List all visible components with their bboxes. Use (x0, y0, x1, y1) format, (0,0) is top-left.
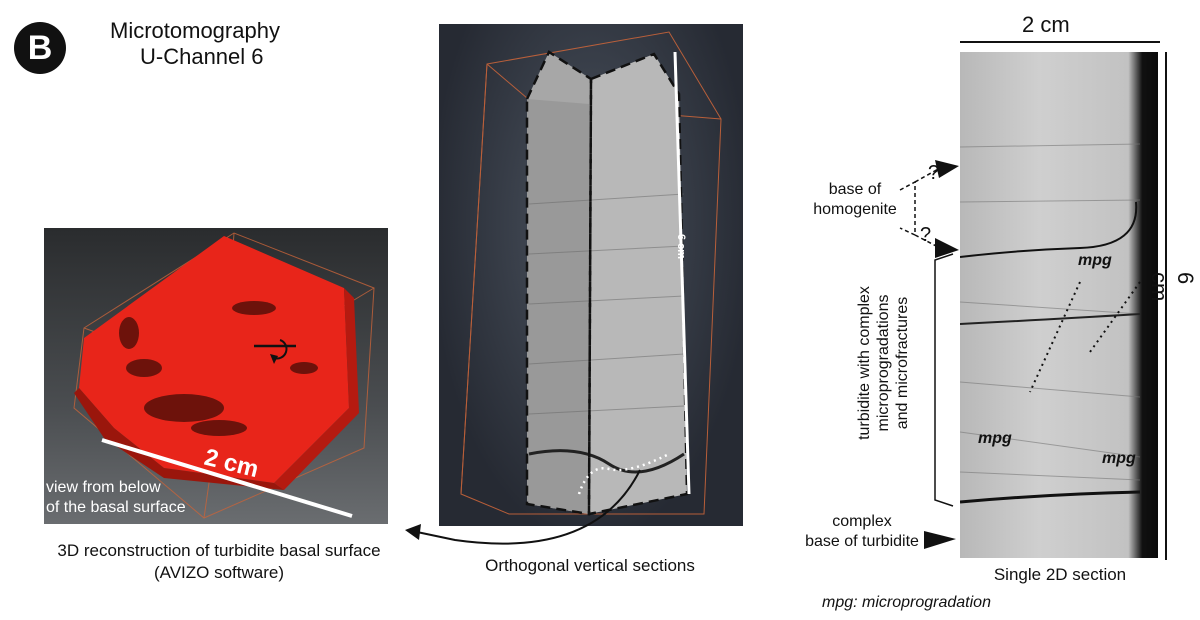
side-scale-label: 6 cm (1147, 272, 1198, 302)
figure-title: Microtomography (110, 18, 280, 43)
single-section-svg (960, 143, 1141, 504)
caption-line1: 3D reconstruction of turbidite basal sur… (57, 541, 381, 560)
figure-subtitle: U-Channel 6 (140, 44, 264, 69)
complex-line2: base of turbidite (805, 533, 919, 550)
sections-scale-label: 6 cm (675, 234, 687, 260)
side-scale-bar (1165, 52, 1167, 560)
question-mark-2: ? (920, 224, 932, 246)
orthogonal-sections-image: 6 cm (439, 24, 743, 526)
single-section-caption: Single 2D section (993, 565, 1127, 584)
mpg-label-3: mpg (1102, 450, 1136, 467)
mpg-legend: mpg: microprogradation (822, 594, 991, 611)
top-scale-bar (960, 41, 1160, 43)
turbidite-description-label: turbidite with complex microprogradation… (855, 240, 912, 486)
view-from-below-label: view from below of the basal surface (46, 478, 186, 518)
reconstruction-caption: 3D reconstruction of turbidite basal sur… (14, 540, 424, 584)
complex-base-arrow (924, 531, 956, 549)
turbidite-line3: and microfractures (894, 296, 911, 430)
question-mark-1: ? (928, 162, 940, 184)
turbidite-bracket (934, 253, 954, 507)
turbidite-line2: microprogradations (875, 294, 892, 432)
mpg-label-2: mpg (978, 430, 1012, 447)
connector-arrow (405, 469, 641, 545)
turbidite-line1: turbidite with complex (856, 286, 873, 440)
complex-base-label: complex base of turbidite (792, 512, 932, 552)
homogenite-arrows (899, 160, 959, 258)
caption-line2: (AVIZO software) (153, 563, 285, 582)
single-section-image: mpg mpg mpg (960, 52, 1158, 558)
mpg-label-1: mpg (1078, 252, 1112, 269)
reconstruction-svg (73, 232, 375, 519)
complex-line1: complex (832, 513, 892, 530)
section-top-scale-label: 2 cm (1022, 12, 1070, 37)
homogenite-line2: homogenite (813, 201, 897, 218)
view-label-line2: of the basal surface (46, 499, 186, 516)
sections-svg (460, 31, 722, 516)
reconstruction-image: 2 cm view from below of the basal surfac… (44, 228, 388, 524)
base-homogenite-label: base of homogenite (800, 180, 910, 220)
sections-caption: Orthogonal vertical sections (485, 556, 695, 575)
panel-badge: B (14, 22, 66, 74)
homogenite-line1: base of (828, 181, 882, 198)
view-label-line1: view from below (46, 479, 161, 496)
